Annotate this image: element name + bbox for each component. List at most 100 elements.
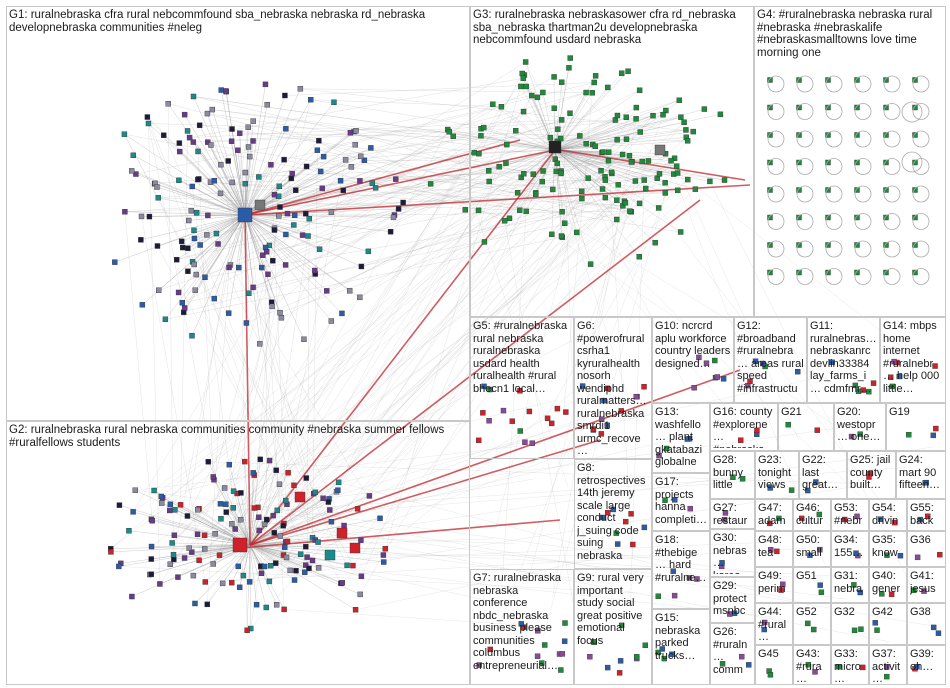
edge xyxy=(148,123,310,569)
edge xyxy=(244,214,263,268)
node xyxy=(891,358,897,365)
node xyxy=(303,543,309,550)
node xyxy=(282,262,289,268)
edge xyxy=(124,211,153,521)
edge xyxy=(554,87,609,151)
edge xyxy=(554,149,645,181)
node xyxy=(884,664,890,670)
node xyxy=(265,271,271,278)
node xyxy=(694,576,700,582)
node xyxy=(614,197,620,203)
node xyxy=(836,664,842,670)
group-label-g23: G23: tonight views… xyxy=(758,454,792,496)
node xyxy=(520,75,526,81)
edge xyxy=(244,214,362,267)
edge xyxy=(199,125,646,189)
node xyxy=(108,549,114,555)
node xyxy=(659,646,665,652)
node xyxy=(641,384,647,390)
edge xyxy=(124,133,246,216)
node xyxy=(283,126,289,132)
group-label-g46: G46: cultur… xyxy=(796,502,823,528)
node xyxy=(796,159,802,166)
node xyxy=(630,541,636,548)
edge xyxy=(204,422,580,536)
edge xyxy=(551,234,837,428)
node xyxy=(196,122,203,128)
edge xyxy=(252,135,580,288)
node xyxy=(204,110,211,117)
node xyxy=(293,187,299,194)
edge xyxy=(554,82,562,151)
edge xyxy=(249,544,384,563)
node xyxy=(592,143,598,150)
node xyxy=(148,571,154,577)
node xyxy=(195,148,201,155)
node xyxy=(883,104,889,111)
node xyxy=(281,156,287,163)
self-loop xyxy=(825,75,843,93)
node xyxy=(347,130,354,136)
node xyxy=(276,183,282,190)
node xyxy=(768,547,774,553)
group-panel-g35: G35: know… xyxy=(869,531,907,567)
edge xyxy=(554,149,609,162)
node xyxy=(796,214,802,221)
edge xyxy=(244,147,371,216)
edge xyxy=(554,116,681,151)
node xyxy=(598,168,604,174)
node xyxy=(514,190,521,196)
edge xyxy=(151,182,666,575)
node xyxy=(486,417,492,424)
node xyxy=(937,551,943,558)
node xyxy=(774,548,780,555)
node xyxy=(610,506,616,513)
node xyxy=(889,383,896,390)
node xyxy=(583,89,589,96)
node xyxy=(315,565,322,571)
node xyxy=(273,602,280,608)
edge xyxy=(279,197,606,313)
node xyxy=(618,622,625,629)
node xyxy=(641,177,647,183)
self-loop xyxy=(796,240,814,258)
node xyxy=(619,151,626,158)
edge xyxy=(173,447,932,560)
edge xyxy=(284,82,595,96)
node xyxy=(342,157,349,163)
node xyxy=(243,320,250,326)
node xyxy=(721,177,728,183)
group-panel-g15: G15: nebraska parked trucks… xyxy=(652,609,710,685)
node xyxy=(242,169,249,176)
edge xyxy=(495,144,593,528)
edge xyxy=(478,149,556,154)
edge xyxy=(517,192,854,396)
edge xyxy=(554,118,637,151)
node xyxy=(257,341,263,347)
node xyxy=(662,497,668,503)
node xyxy=(914,554,921,561)
edge xyxy=(249,544,271,566)
node xyxy=(297,551,304,557)
edge xyxy=(249,470,277,546)
edge xyxy=(141,216,206,583)
node xyxy=(906,431,912,438)
edge xyxy=(193,96,558,149)
group-label-g48: G48: tea xyxy=(758,534,785,559)
node xyxy=(247,153,253,160)
node xyxy=(238,490,244,496)
edge xyxy=(554,149,602,171)
node xyxy=(854,187,860,193)
edge xyxy=(210,144,307,479)
node xyxy=(271,192,278,198)
node xyxy=(558,233,565,239)
edge xyxy=(249,541,288,546)
edge xyxy=(509,149,556,219)
edge xyxy=(554,149,678,174)
node xyxy=(297,86,304,92)
node xyxy=(228,138,235,144)
edge xyxy=(210,144,246,216)
node xyxy=(232,526,238,532)
node xyxy=(365,248,372,255)
node xyxy=(283,497,289,504)
